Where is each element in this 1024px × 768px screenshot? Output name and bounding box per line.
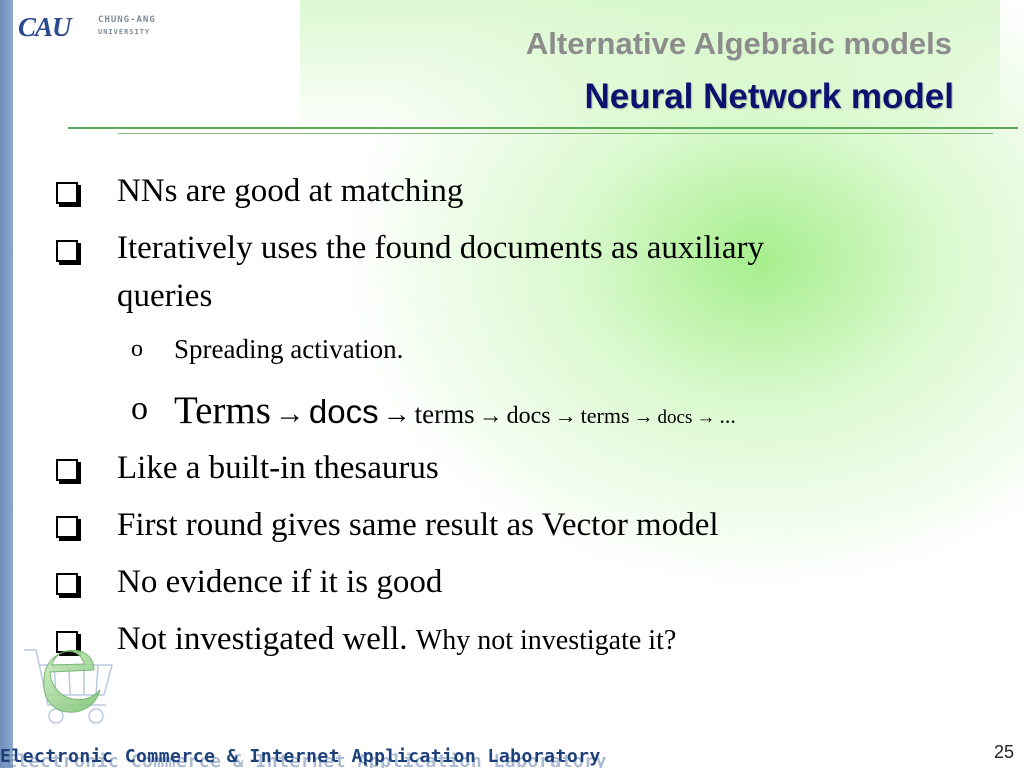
e-commerce-cart-logo-icon [24,649,113,724]
arrow-icon: → [554,403,577,428]
checkbox-bullet-icon [56,516,78,538]
slide-title: Alternative Algebraic models [525,26,952,61]
title-rule-thin [118,133,993,134]
bullet-text-tail: Why not investigate it? [415,625,677,656]
bullet-text: No evidence if it is good [117,564,443,600]
checkbox-bullet-icon [56,459,78,481]
seq-term: docs [506,403,551,429]
seq-term: terms [414,399,475,429]
logo-name: CHUNG-ANG UNIVERSITY [98,14,178,38]
logo-name-line1: CHUNG-ANG [98,15,156,25]
sub-bullet-text: Spreading activation. [174,334,404,364]
bullet-text-main: Not investigated well. [117,621,408,657]
arrow-icon: → [382,399,411,430]
bullet-text: NNs are good at matching [117,173,464,209]
arrow-icon: → [696,407,716,428]
page-number: 25 [993,742,1014,762]
seq-term: docs [308,393,379,430]
seq-term: Terms [174,389,271,432]
bullet-text: Iteratively uses the found documents as … [117,230,764,266]
seq-ellipsis: ... [719,403,736,428]
title-rule [68,127,1018,129]
checkbox-bullet-icon [56,573,78,595]
seq-term: terms [580,403,630,428]
arrow-icon: → [633,406,654,428]
bullet-text: Not investigated well. Why not investiga… [117,621,676,658]
university-logo: CAU CHUNG-ANG UNIVERSITY [18,8,178,48]
background-glow-top [300,0,1000,140]
slide-subtitle: Neural Network model [584,77,954,116]
seq-term: docs [657,407,693,428]
logo-name-line2: UNIVERSITY [98,28,151,36]
arrow-icon: → [478,403,503,429]
checkbox-bullet-icon [56,182,78,204]
footer-text-shadow: Electronic Commerce & Internet Applicati… [6,751,607,768]
sub-bullet-marker: o [131,336,143,362]
sub-bullet-marker: o [131,390,148,427]
terms-docs-sequence: Terms → docs → terms → docs → terms → do… [174,388,736,433]
bullet-text: Like a built-in thesaurus [117,450,439,486]
lab-footer: Electronic Commerce & Internet Applicati… [0,746,720,768]
left-accent-bar [0,0,13,768]
arrow-icon: → [274,397,305,430]
bullet-text: First round gives same result as Vector … [117,507,719,543]
logo-mark: CAU [18,12,72,42]
bullet-text-continued: queries [117,278,213,314]
checkbox-bullet-icon [56,631,78,653]
footer-text: Electronic Commerce & Internet Applicati… [0,746,601,767]
checkbox-bullet-icon [56,240,78,262]
